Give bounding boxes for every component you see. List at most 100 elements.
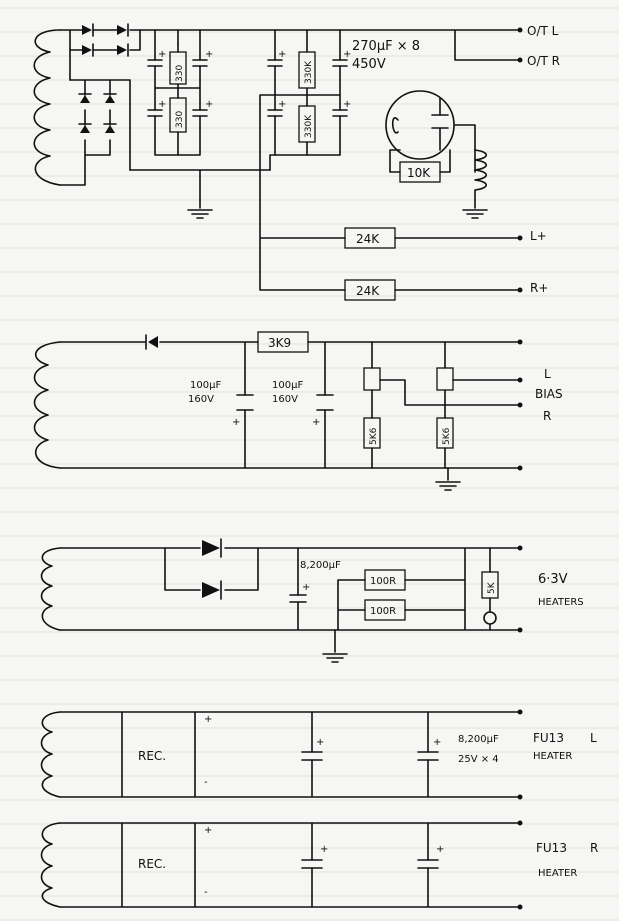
resistor-330k-b-label: 330K	[304, 114, 314, 138]
resistor-330k-b: 330K	[298, 94, 316, 156]
resistor-3k9: 3K9	[257, 331, 309, 353]
svg-text:+: +	[343, 99, 351, 110]
bias-transformer-coil	[33, 341, 61, 469]
bias-section: + + 3K9 100µF 160V 100µF 160V 5K6 5K6 L B…	[33, 331, 563, 491]
heater-balance-pot: 5K	[481, 571, 499, 631]
l-plus-label: L+	[530, 229, 547, 243]
fu13-right-label: HEATER	[538, 868, 577, 879]
resistor-100r-b: 100R	[364, 599, 406, 621]
fu13-left-side: L	[590, 731, 597, 745]
ground-symbol-2	[462, 209, 488, 219]
resistor-24k-b-label: 24K	[356, 284, 380, 298]
ht-supply-section: + + + + 330 330 + + + + 330K 330K	[33, 23, 560, 301]
diode-d4	[117, 43, 129, 57]
svg-text:+: +	[205, 49, 213, 60]
diode-d2	[117, 23, 129, 37]
resistor-330-b-label: 330	[175, 111, 185, 128]
heater-63v-section: + 8,200µF 100R 100R 5K 6·3V HEATERS	[40, 538, 584, 663]
resistor-24k-a-label: 24K	[356, 232, 380, 246]
resistor-5k6-b-label: 5K6	[442, 427, 452, 445]
bias-cap2-voltage: 160V	[272, 394, 298, 405]
diode-d8	[103, 123, 117, 133]
fu13-right-tube: FU13	[536, 841, 567, 855]
resistor-5k6-a: 5K6	[363, 417, 381, 449]
svg-text:+: +	[158, 99, 166, 110]
valve-tube-symbol	[385, 90, 476, 173]
output-right-label: O/T R	[527, 54, 560, 68]
fu13-left-label: HEATER	[533, 751, 572, 762]
bias-pot-right	[436, 367, 454, 391]
resistor-5k6-b: 5K6	[436, 417, 454, 449]
fu13-right-side: R	[590, 841, 598, 855]
rectifier-label-l: REC.	[138, 749, 166, 763]
svg-text:+: +	[343, 49, 351, 60]
fu13-left-heater-section: + + + - REC. 8,200µF 25V × 4 FU13 L HEATER	[40, 709, 597, 800]
diode-d6	[103, 93, 117, 103]
resistor-5k6-a-label: 5K6	[369, 427, 379, 445]
heater-voltage-label: 6·3V	[538, 572, 568, 587]
resistor-3k9-label: 3K9	[268, 336, 291, 350]
resistor-100r-a-label: 100R	[370, 576, 396, 587]
svg-text:+: +	[204, 714, 212, 725]
resistor-100r-b-label: 100R	[370, 606, 396, 617]
diode-d5	[78, 93, 92, 103]
resistor-10k: 10K	[399, 161, 441, 183]
resistor-24k-b: 24K	[344, 279, 396, 301]
diode-d3	[82, 43, 94, 57]
diode-d7	[78, 123, 92, 133]
svg-text:-: -	[204, 887, 208, 898]
bias-cap1-voltage: 160V	[188, 394, 214, 405]
resistor-100r-a: 100R	[364, 569, 406, 591]
resistor-330k-a-label: 330K	[304, 60, 314, 84]
fu13-left-coil	[40, 711, 61, 798]
bias-cap1-value: 100µF	[190, 380, 221, 391]
resistor-24k-a: 24K	[344, 227, 396, 249]
svg-text:+: +	[278, 99, 286, 110]
rectifier-label-r: REC.	[138, 857, 166, 871]
resistor-330-a: 330	[169, 43, 187, 89]
bias-diode	[145, 334, 158, 350]
bias-pot-left	[363, 367, 381, 391]
heater-diode-bottom	[202, 580, 222, 600]
bias-cap2-value: 100µF	[272, 380, 303, 391]
svg-text:+: +	[204, 825, 212, 836]
diode-d1	[82, 23, 94, 37]
resistor-330k-a: 330K	[298, 29, 316, 96]
svg-text:+: +	[302, 582, 310, 593]
svg-text:+: +	[232, 417, 240, 428]
resistor-330-b: 330	[169, 87, 187, 156]
fu13-right-heater-section: + + + - REC. FU13 R HEATER	[40, 820, 598, 910]
svg-text:+: +	[278, 49, 286, 60]
output-left-label: O/T L	[527, 24, 559, 38]
svg-text:+: +	[312, 417, 320, 428]
svg-text:+: +	[205, 99, 213, 110]
heater-pot-label: 5K	[487, 581, 497, 594]
ground-symbol-1	[187, 209, 213, 219]
svg-text:+: +	[433, 737, 441, 748]
heater-diode-top	[202, 538, 222, 558]
svg-text:+: +	[436, 844, 444, 855]
transformer-secondary-coil	[33, 29, 61, 186]
bias-label: BIAS	[535, 387, 563, 401]
resistor-10k-label: 10K	[407, 166, 431, 180]
heater-cap-value: 8,200µF	[300, 560, 341, 571]
fu13-right-coil	[40, 822, 61, 908]
fu13-left-cap-value: 8,200µF	[458, 734, 499, 745]
svg-text:+: +	[158, 49, 166, 60]
svg-text:+: +	[316, 737, 324, 748]
cap-note-2: 450V	[352, 57, 386, 72]
r-plus-label: R+	[530, 281, 548, 295]
resistor-330-a-label: 330	[175, 65, 185, 82]
notebook-rules	[0, 7, 619, 921]
ground-symbol-3	[435, 481, 461, 491]
fu13-left-tube: FU13	[533, 731, 564, 745]
heaters-label: HEATERS	[538, 597, 584, 608]
fu13-left-cap-rating: 25V × 4	[458, 754, 499, 765]
svg-text:-: -	[204, 777, 208, 788]
bias-label-r: R	[543, 409, 551, 423]
bias-label-l: L	[544, 367, 551, 381]
cap-note-1: 270µF × 8	[352, 39, 420, 54]
heater-transformer-coil	[40, 547, 61, 631]
svg-text:+: +	[320, 844, 328, 855]
